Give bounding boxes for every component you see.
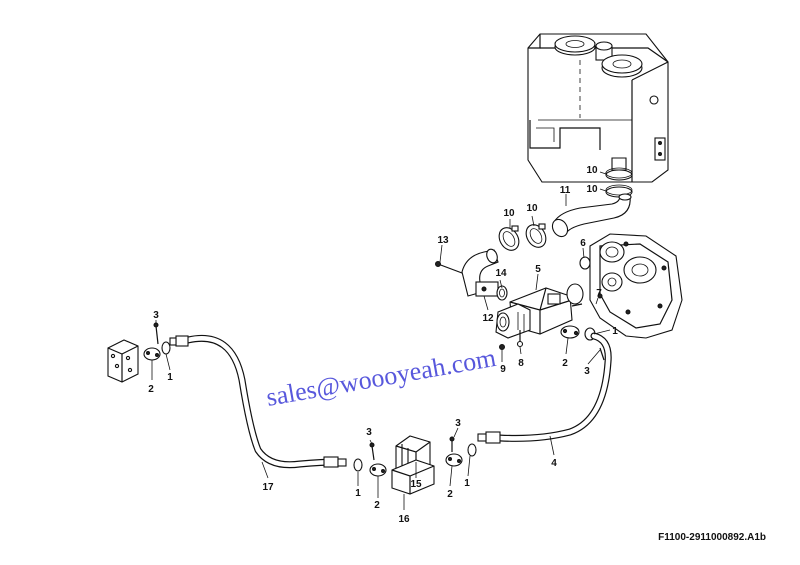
callout-2: 2 (447, 489, 453, 500)
callout-11: 11 (560, 185, 571, 196)
callout-12: 12 (482, 313, 494, 324)
callout-3: 3 (584, 366, 590, 377)
callout-7: 7 (596, 288, 602, 299)
callout-4: 4 (551, 458, 557, 469)
callout-10: 10 (586, 165, 598, 176)
callout-10: 10 (586, 184, 598, 195)
callout-1: 1 (167, 372, 173, 383)
return-hose-17 (169, 334, 347, 469)
callout-17: 17 (262, 482, 274, 493)
o-ring-14 (496, 285, 508, 301)
washer-9 (499, 344, 505, 350)
bolt-3-bottom-left (369, 442, 375, 461)
o-ring-1-left (161, 341, 171, 355)
pressure-hose-4 (477, 332, 612, 444)
flange-2-right (560, 325, 580, 339)
callout-5: 5 (535, 264, 541, 275)
control-valve-block (107, 339, 139, 383)
clamp-10-c (498, 225, 520, 251)
callout-1: 1 (464, 478, 470, 489)
callout-8: 8 (518, 358, 524, 369)
callout-1: 1 (612, 326, 618, 337)
callout-6: 6 (580, 238, 586, 249)
callout-labels: 10 10 11 10 10 13 14 5 6 12 7 1 8 9 2 3 … (148, 165, 618, 525)
gasket-6 (566, 283, 584, 305)
callout-3: 3 (153, 310, 159, 321)
callout-3: 3 (455, 418, 461, 429)
clamp-10-a (605, 167, 633, 181)
callout-1: 1 (355, 488, 361, 499)
bolt-3-left (153, 322, 159, 345)
callout-13: 13 (437, 235, 449, 246)
flange-2-left (143, 347, 161, 361)
callout-2: 2 (562, 358, 568, 369)
callout-15: 15 (410, 479, 422, 490)
gearbox-housing (579, 233, 683, 339)
leader-lines (151, 171, 611, 510)
bolt-3-right (599, 347, 605, 361)
flange-2-bottom-left (369, 463, 387, 477)
callout-9: 9 (500, 364, 506, 375)
o-ring-1-bottom-left (353, 458, 363, 472)
elbow-fitting-12 (461, 248, 499, 297)
clamp-10-d (525, 223, 547, 248)
callout-3: 3 (366, 427, 372, 438)
callout-2: 2 (374, 500, 380, 511)
callout-10: 10 (503, 208, 515, 219)
suction-hose-11 (551, 193, 632, 238)
hydraulic-pump-5 (495, 287, 583, 339)
valve-block-15 (391, 459, 435, 495)
o-ring-1-bottom-right (467, 443, 477, 457)
callout-16: 16 (398, 514, 410, 525)
watermark-text: sales@woooyeah.com (264, 343, 498, 412)
flange-2-bottom-right (445, 453, 463, 467)
drawing-reference-number: F1100-2911000892.A1b (658, 532, 766, 543)
bolt-8 (516, 330, 524, 348)
hydraulic-tank (527, 33, 669, 183)
callout-14: 14 (495, 268, 507, 279)
callout-2: 2 (148, 384, 154, 395)
bolt-3-bottom-right (449, 436, 455, 452)
callout-10: 10 (526, 203, 538, 214)
